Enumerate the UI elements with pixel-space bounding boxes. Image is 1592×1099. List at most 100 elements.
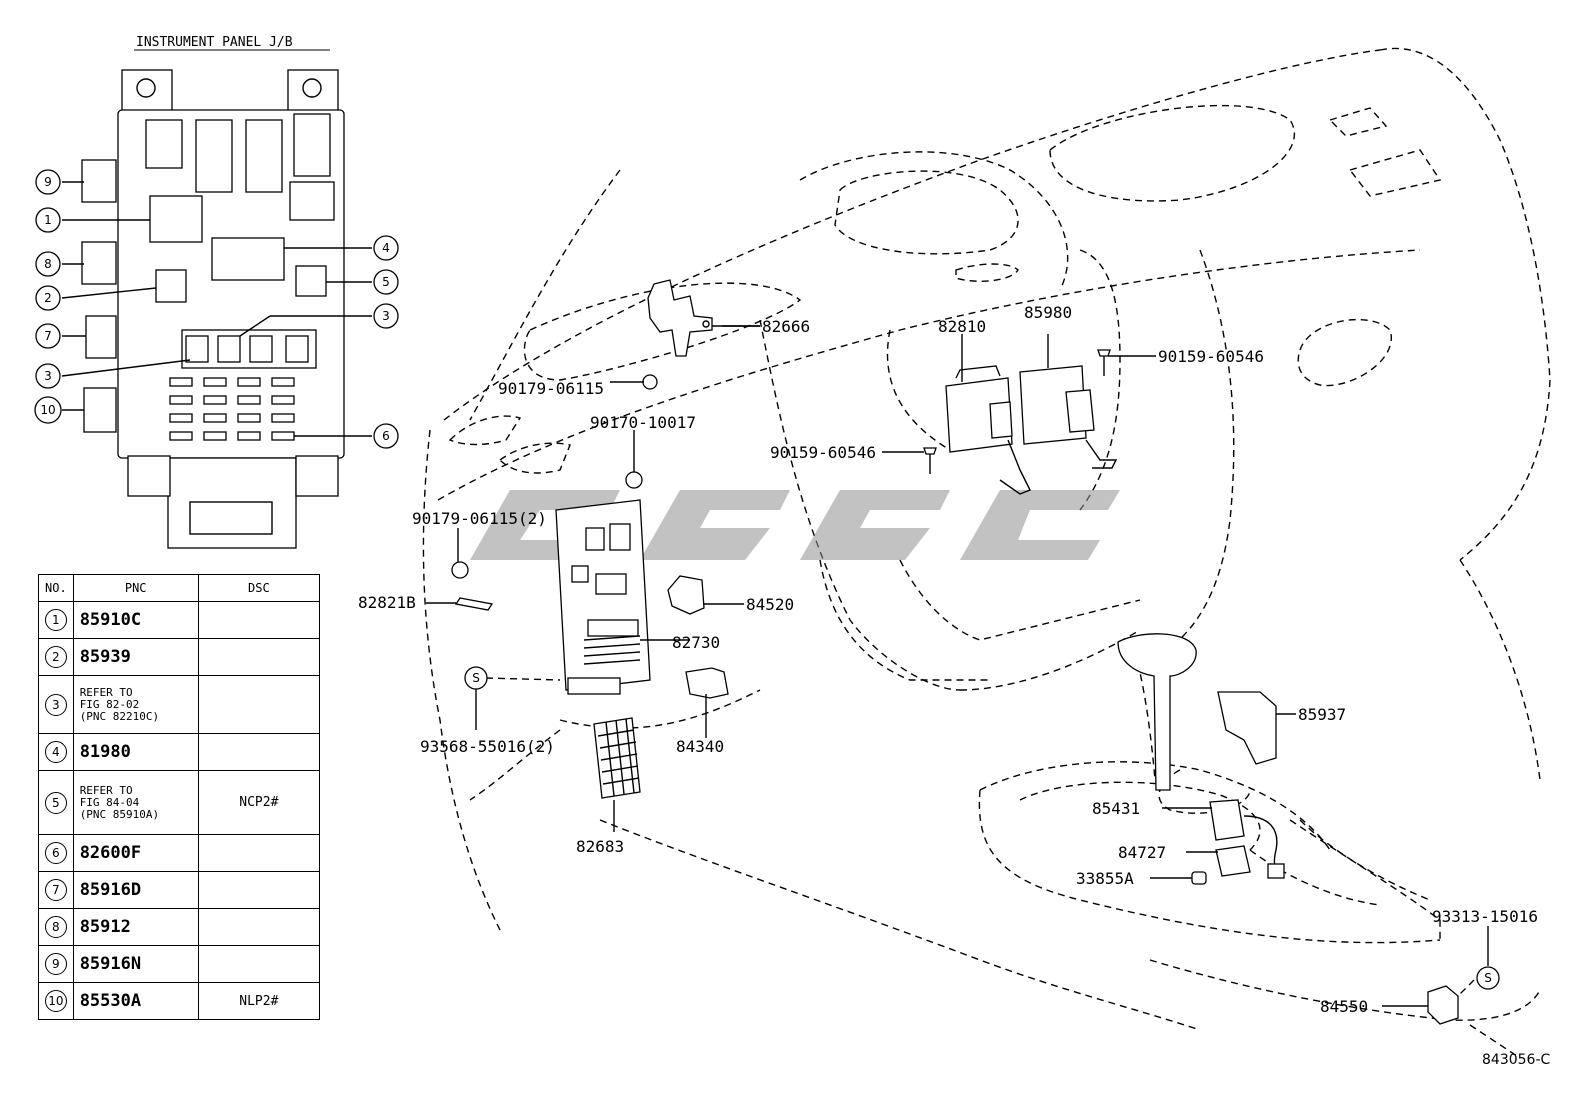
- part-82821b-clip: [454, 597, 494, 611]
- row-number: 6: [38, 834, 74, 872]
- clip-90179b: [451, 561, 469, 579]
- shift-lever: [1117, 633, 1197, 791]
- label-93568: 93568-55016(2): [420, 737, 555, 756]
- label-85937: 85937: [1298, 705, 1346, 724]
- row-pnc: 85910C: [72, 601, 199, 639]
- row-number: 1: [38, 601, 74, 639]
- row-pnc: REFER TO FIG 84-04 (PNC 85910A): [72, 770, 199, 835]
- label-84520: 84520: [746, 595, 794, 614]
- row-pnc: 81980: [72, 733, 199, 771]
- part-84520: [667, 575, 744, 615]
- col-header-no: NO.: [38, 574, 74, 602]
- row-number-circle: 8: [44, 916, 67, 938]
- label-82666: 82666: [762, 317, 810, 336]
- label-82683: 82683: [576, 837, 624, 856]
- part-85431: [1162, 799, 1285, 879]
- svg-text:1: 1: [44, 213, 52, 227]
- row-number: 3: [38, 675, 74, 734]
- part-82810: [945, 334, 1031, 495]
- label-90159-b: 90159-60546: [1158, 347, 1264, 366]
- callout-10: 10: [34, 396, 62, 424]
- svg-text:9: 9: [44, 175, 52, 189]
- part-84727: [1186, 845, 1251, 877]
- jb-title: INSTRUMENT PANEL J/B: [136, 35, 293, 50]
- label-85431: 85431: [1092, 799, 1140, 818]
- row-number: 9: [38, 945, 74, 983]
- label-84550: 84550: [1320, 997, 1368, 1016]
- part-labels: 82666 90179-06115 90170-10017 90159-6054…: [358, 303, 1538, 1016]
- label-90170: 90170-10017: [590, 413, 696, 432]
- row-dsc: [197, 638, 321, 676]
- row-dsc: NCP2#: [197, 770, 321, 835]
- label-82821b: 82821B: [358, 593, 416, 612]
- row-dsc: [197, 908, 321, 946]
- junction-block-detail: INSTRUMENT PANEL J/B: [34, 35, 399, 549]
- row-number-circle: 3: [44, 693, 67, 716]
- label-90159-a: 90159-60546: [770, 443, 876, 462]
- callout-7: 7: [35, 323, 61, 349]
- row-number: 5: [38, 770, 74, 835]
- row-pnc: 82600F: [72, 834, 199, 872]
- svg-text:S: S: [472, 671, 480, 685]
- callout-5: 5: [373, 269, 399, 295]
- part-85980: [1019, 334, 1118, 469]
- label-33855a: 33855A: [1076, 869, 1134, 888]
- callout-3-right: 3: [373, 303, 399, 329]
- row-number-circle: 6: [44, 842, 67, 864]
- part-82730-jb: [555, 499, 690, 695]
- label-82810: 82810: [938, 317, 986, 336]
- leader-lines: [426, 325, 1521, 1059]
- row-number-circle: 7: [44, 879, 67, 901]
- label-85980: 85980: [1024, 303, 1072, 322]
- svg-text:S: S: [1484, 971, 1492, 985]
- row-dsc: [197, 601, 321, 639]
- callout-1: 1: [35, 207, 61, 233]
- label-90179-a: 90179-06115: [498, 379, 604, 398]
- figure-code: 843056-C: [1482, 1052, 1551, 1068]
- row-dsc: [197, 834, 321, 872]
- row-number-circle: 1: [44, 609, 67, 631]
- row-number-circle: 5: [44, 791, 67, 814]
- svg-text:3: 3: [44, 369, 52, 383]
- label-93313: 93313-15016: [1432, 907, 1538, 926]
- part-84340: [685, 667, 729, 738]
- row-pnc: 85939: [72, 638, 199, 676]
- row-pnc: REFER TO FIG 82-02 (PNC 82210C): [72, 675, 199, 734]
- row-number-circle: 2: [44, 646, 67, 668]
- callout-3-left: 3: [35, 363, 61, 389]
- svg-text:6: 6: [382, 429, 390, 443]
- s-mark-left: S: [464, 666, 488, 690]
- svg-text:3: 3: [382, 309, 390, 323]
- dashboard-outline: [422, 47, 1551, 1031]
- callout-6: 6: [373, 423, 399, 449]
- fuse-grid: [169, 377, 295, 441]
- svg-text:5: 5: [382, 275, 390, 289]
- row-number: 4: [38, 733, 74, 771]
- row-pnc: 85916N: [72, 945, 199, 983]
- svg-text:4: 4: [382, 241, 390, 255]
- part-82683-grille: [593, 717, 641, 799]
- row-number: 2: [38, 638, 74, 676]
- callout-2: 2: [35, 285, 61, 311]
- part-33855a: [1150, 871, 1207, 885]
- part-85937: [1217, 691, 1296, 765]
- row-dsc: [197, 733, 321, 771]
- screw-90159a: [1097, 349, 1111, 376]
- row-dsc: NLP2#: [197, 982, 321, 1020]
- row-dsc: [197, 871, 321, 909]
- label-84727: 84727: [1118, 843, 1166, 862]
- row-pnc: 85912: [72, 908, 199, 946]
- part-82666: [647, 279, 760, 357]
- svg-text:8: 8: [44, 257, 52, 271]
- row-number: 10: [38, 982, 74, 1020]
- row-dsc: [197, 945, 321, 983]
